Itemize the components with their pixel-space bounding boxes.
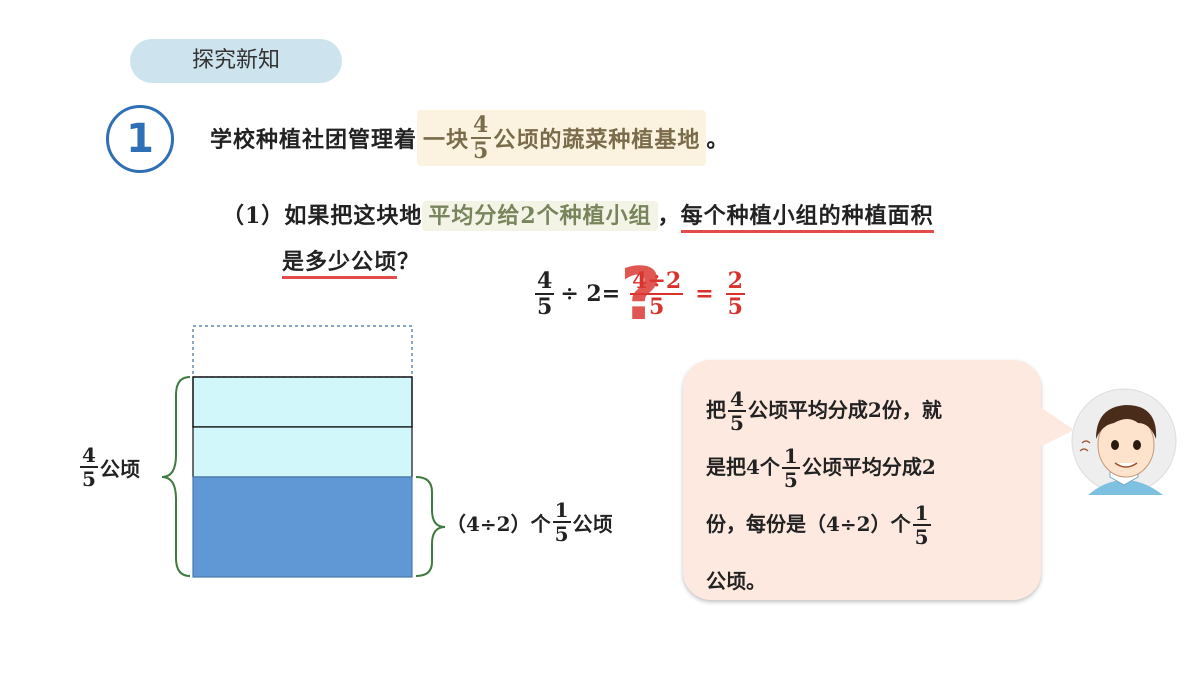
bubble-text-1b: 公顷平均分成2份，就 [747, 398, 942, 422]
bubble-line-4: 公顷。 [706, 553, 1031, 610]
equation-divide: ÷ 2= [560, 281, 621, 307]
fraction-4-5: 4 5 [471, 112, 492, 164]
speech-bubble [683, 360, 1041, 600]
result-denominator: 5 [727, 294, 743, 320]
right-denominator: 5 [554, 522, 569, 546]
dashed-whole-part [192, 325, 413, 378]
problem-number-badge: 1 [106, 105, 174, 173]
question-part1: 如果把这块地 [284, 203, 423, 229]
section-tag: 探究新知 [130, 39, 342, 83]
light-part-bottom [192, 426, 413, 478]
question-highlight: 平均分给2个种植小组 [422, 201, 658, 231]
fraction-numerator: 4 [471, 112, 492, 139]
question-line-2: 是多少公顷？ [282, 244, 421, 279]
left-denominator: 5 [82, 467, 96, 491]
result-numerator: 2 [725, 268, 745, 295]
right-label-fraction: 1 5 [552, 498, 571, 546]
left-label: 4 5 公顷 [78, 445, 140, 489]
question-mark-text: ？ [397, 249, 421, 275]
boy-avatar [1071, 388, 1177, 495]
lhs-numerator: 4 [535, 268, 555, 295]
question-comma: ， [657, 203, 681, 229]
question-underlined-2: 是多少公顷 [282, 249, 398, 279]
fraction-denominator: 5 [473, 138, 490, 164]
intro-prefix: 学校种植社团管理着 [210, 127, 418, 153]
area-diagram [161, 325, 446, 578]
dark-half-part [192, 476, 413, 578]
bubble-numerator: 4 [728, 386, 746, 412]
equation-lhs-fraction: 4 5 [535, 268, 555, 320]
right-label-unit: 公顷 [572, 511, 613, 536]
equation-mid-fraction: 4÷2 5 [630, 268, 684, 320]
problem-intro: 学校种植社团管理着 一块 4 5 公顷的蔬菜种植基地 。 [210, 110, 729, 166]
intro-hl-after: 公顷的蔬菜种植基地 [493, 127, 701, 153]
bubble-numerator: 1 [781, 443, 800, 469]
bubble-text-3a: 份，每份是（4÷2）个 [706, 512, 911, 536]
bubble-text-1a: 把 [706, 398, 726, 422]
equation-equals: = [695, 281, 714, 307]
bubble-denominator: 5 [914, 524, 929, 549]
bubble-numerator: 1 [912, 500, 931, 526]
question-label: （1） [222, 203, 285, 229]
intro-hl-before: 一块 [423, 127, 470, 153]
left-label-unit: 公顷 [99, 456, 140, 481]
question-line-1: （1）如果把这块地平均分给2个种植小组，每个种植小组的种植面积 [222, 198, 934, 233]
mid-numerator: 4÷2 [630, 268, 684, 295]
left-label-fraction: 4 5 [80, 445, 98, 489]
question-underlined-1: 每个种植小组的种植面积 [680, 203, 934, 233]
left-numerator: 4 [80, 443, 98, 468]
right-label-prefix: （4÷2）个 [446, 511, 551, 536]
intro-highlight: 一块 4 5 公顷的蔬菜种植基地 [417, 110, 707, 166]
mid-denominator: 5 [649, 294, 665, 320]
bubble-text-2a: 是把4个 [706, 455, 780, 479]
lhs-denominator: 5 [537, 294, 553, 320]
bubble-denominator: 5 [730, 410, 744, 435]
equation: 4 5 ÷ 2= 4÷2 5 = 2 5 [533, 270, 747, 318]
bubble-denominator: 5 [783, 467, 798, 492]
equation-result-fraction: 2 5 [725, 268, 745, 320]
left-brace-icon [161, 376, 191, 577]
question-mark-icon: ? [620, 252, 662, 336]
bubble-text-4: 公顷。 [706, 569, 766, 593]
light-part-top [192, 376, 413, 428]
intro-suffix: 。 [706, 127, 730, 153]
right-brace-icon [415, 476, 446, 577]
bubble-text-2b: 公顷平均分成2 [801, 455, 936, 479]
speech-bubble-tail [1030, 400, 1074, 452]
right-numerator: 1 [552, 498, 571, 523]
right-label: （4÷2）个 1 5 公顷 [446, 500, 613, 544]
